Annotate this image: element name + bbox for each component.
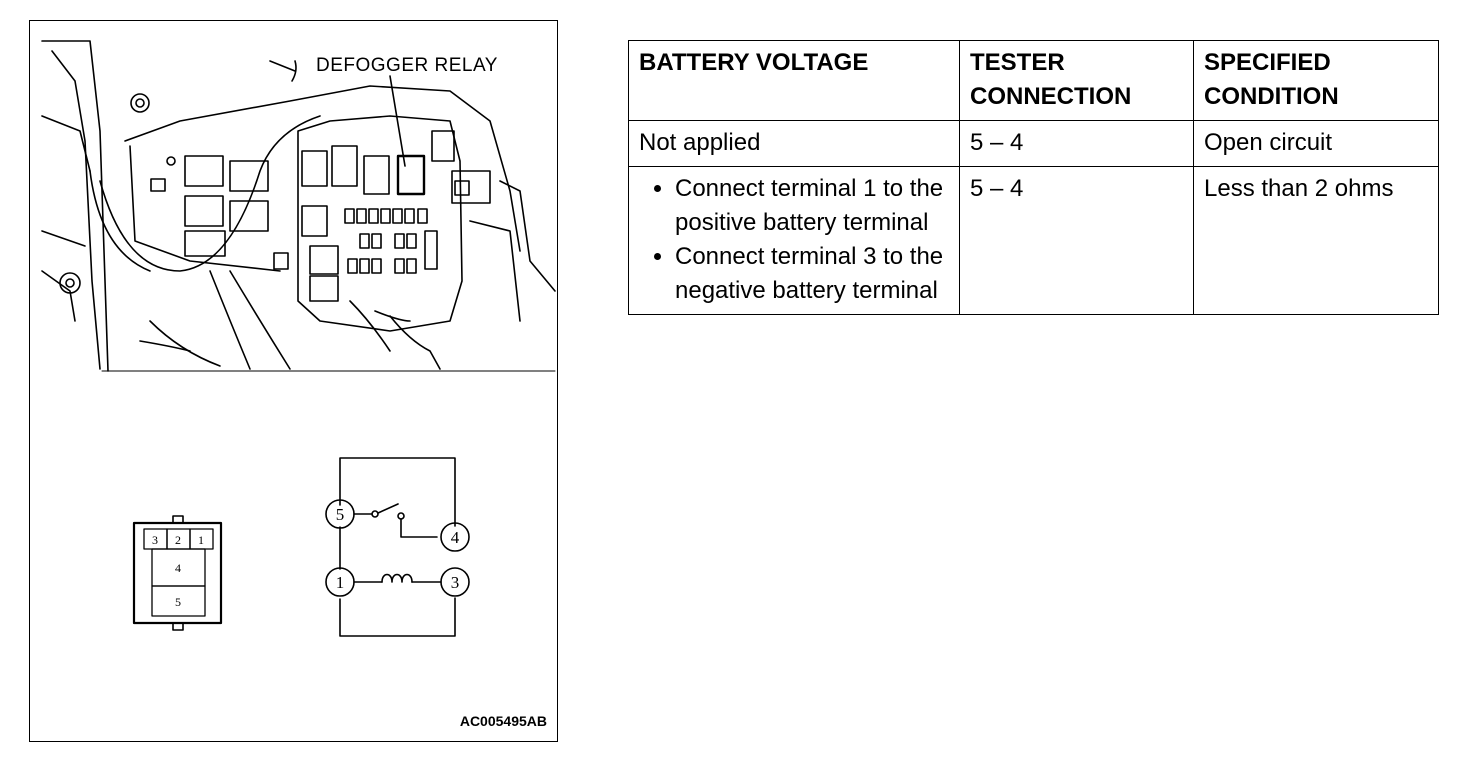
circuit-terminal-1: 1 [336, 573, 345, 592]
connector-terminal-4: 4 [175, 561, 181, 575]
specified-condition-cell: Open circuit [1193, 120, 1439, 167]
table-row: Connect terminal 1 to the positive batte… [628, 166, 1439, 315]
connector-terminal-5: 5 [175, 595, 181, 609]
circuit-terminal-5: 5 [336, 505, 345, 524]
step-item: Connect terminal 3 to the negative batte… [675, 240, 950, 308]
defogger-relay-label: DEFOGGER RELAY [316, 55, 498, 76]
relay-circuit-schematic [325, 457, 470, 637]
tester-connection-cell: 5 – 4 [959, 120, 1194, 167]
battery-voltage-cell: Not applied [628, 120, 960, 167]
step-item: Connect terminal 1 to the positive batte… [675, 172, 950, 240]
relay-drawing: 3 2 1 4 5 5 4 1 3 [41, 40, 556, 637]
relay-illustration: 3 2 1 4 5 5 4 1 3 DEFOGGER RELAY AC00549… [29, 20, 558, 742]
battery-voltage-steps: Connect terminal 1 to the positive batte… [639, 172, 950, 308]
table-row: Not applied 5 – 4 Open circuit [628, 120, 1439, 167]
connector-terminal-3: 3 [152, 533, 158, 547]
header-tester-connection: TESTER CONNECTION [959, 40, 1194, 121]
relay-check-table: BATTERY VOLTAGE TESTER CONNECTION SPECIF… [628, 40, 1439, 315]
header-battery-voltage: BATTERY VOLTAGE [628, 40, 960, 121]
header-specified-condition: SPECIFIED CONDITION [1193, 40, 1439, 121]
fuse-box-sketch [41, 40, 556, 372]
connector-terminal-2: 2 [175, 533, 181, 547]
specified-condition-cell: Less than 2 ohms [1193, 166, 1439, 315]
figure-code: AC005495AB [459, 713, 547, 729]
circuit-terminal-4: 4 [451, 528, 460, 547]
table-header-row: BATTERY VOLTAGE TESTER CONNECTION SPECIF… [628, 40, 1439, 121]
connector-terminal-1: 1 [198, 533, 204, 547]
relay-connector-drawing [132, 515, 223, 631]
circuit-terminal-3: 3 [451, 573, 460, 592]
tester-connection-cell: 5 – 4 [959, 166, 1194, 315]
battery-voltage-cell: Connect terminal 1 to the positive batte… [628, 166, 960, 315]
